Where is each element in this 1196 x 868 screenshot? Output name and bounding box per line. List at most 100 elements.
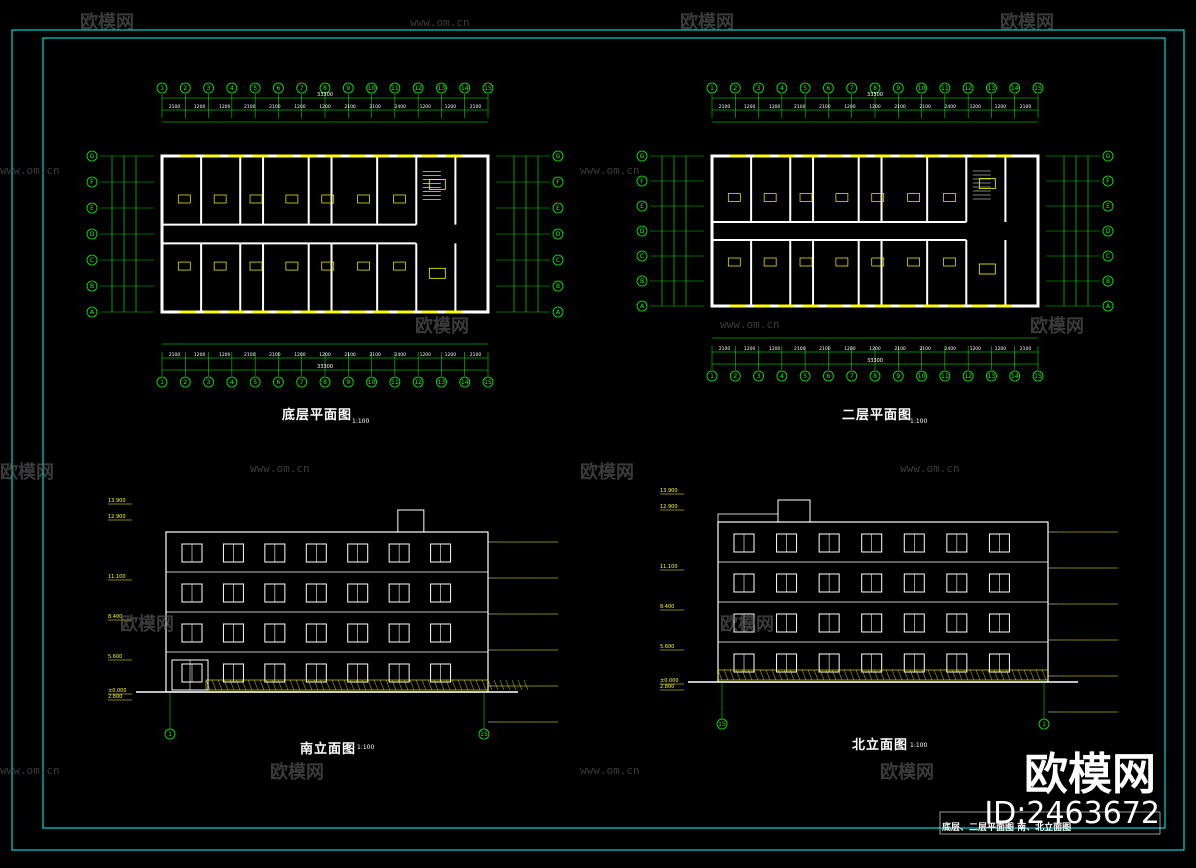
axis-bubble: [342, 376, 354, 388]
axis-bubble: [389, 82, 401, 94]
axis-bubble: [366, 376, 377, 388]
dimension-span: 2100: [819, 346, 831, 352]
plinth-hatch-line: [337, 679, 343, 691]
row-bubble: [86, 306, 98, 318]
axis-bubble: [342, 82, 354, 94]
roof-parapet: [717, 513, 779, 523]
plinth-hatch-line: [511, 679, 517, 691]
plinth-hatch-line: [981, 669, 987, 681]
plinth-hatch-line: [855, 669, 861, 681]
bathroom-fixture: [177, 261, 191, 271]
plinth-hatch: [717, 669, 1049, 681]
plinth-hatch-line: [969, 669, 975, 681]
brand-name: 欧模网: [1024, 749, 1156, 800]
axis-number: 1: [1042, 721, 1046, 728]
title-block: [939, 811, 1161, 835]
watermark-logo: 欧模网: [120, 614, 174, 635]
plinth-hatch-line: [469, 679, 475, 691]
plinth-hatch-line: [331, 679, 337, 691]
dimension-span: 1200: [420, 104, 432, 110]
dimension-span: 1200: [219, 104, 231, 110]
plinth-hatch-line: [325, 679, 331, 691]
axis-number: 14: [1011, 373, 1019, 380]
dimension-span: 2100: [244, 352, 256, 358]
watermark-site: www.om.cn: [900, 462, 960, 475]
plinth-hatch-line: [747, 669, 753, 681]
axis-number: 13: [988, 85, 996, 92]
bathroom-fixture: [799, 257, 813, 267]
bathroom-fixture: [835, 257, 849, 267]
axis-number: 5: [253, 85, 257, 92]
row-letter: F: [1106, 178, 1110, 185]
plinth-hatch-line: [433, 679, 439, 691]
axis-number: 1: [710, 373, 714, 380]
plinth-hatch-line: [475, 679, 481, 691]
axis-number: 8: [873, 373, 877, 380]
plinth-hatch-line: [229, 679, 235, 691]
row-letter: D: [90, 231, 95, 238]
dimension-span: 1200: [769, 104, 781, 110]
axis-number: 4: [230, 85, 234, 92]
plinth-hatch-line: [343, 679, 349, 691]
plinth-hatch-line: [897, 669, 903, 681]
bathroom-fixture: [907, 257, 920, 267]
plinth-hatch-line: [259, 679, 265, 691]
axis-bubble: [729, 370, 741, 382]
axis-number: 13: [438, 85, 446, 92]
axis-number: 9: [346, 85, 350, 92]
axis-bubble: [179, 82, 191, 94]
axis-number: 15: [484, 379, 492, 386]
south-elevation-scale: 1:100: [357, 744, 375, 751]
plinth-hatch-line: [391, 679, 397, 691]
plinth-hatch-line: [223, 679, 229, 691]
plinth-hatch-line: [993, 669, 999, 681]
axis-bubble: [869, 370, 881, 382]
plinth-hatch-line: [783, 669, 789, 681]
row-letter: G: [556, 153, 561, 160]
bathroom-fixture: [835, 193, 849, 202]
axis-bubble: [916, 82, 927, 94]
axis-number: 3: [757, 85, 761, 92]
axis-number: 10: [368, 379, 376, 386]
dimension-total: 33300: [317, 364, 333, 370]
plinth-hatch-line: [295, 679, 301, 691]
axis-number: 12: [964, 85, 972, 92]
row-bubble: [86, 202, 98, 214]
dimension-span: 2100: [269, 352, 281, 358]
axis-bubble: [986, 82, 997, 94]
bathroom-fixture: [727, 193, 741, 202]
row-bubble: [636, 225, 648, 237]
ground-plan-scale: 1:100: [352, 418, 370, 425]
axis-bubble: [753, 370, 764, 382]
axis-number: 9: [896, 85, 900, 92]
row-letter: C: [556, 257, 560, 264]
plinth-hatch-line: [355, 679, 361, 691]
plinth-hatch-line: [951, 669, 957, 681]
plinth-hatch-line: [451, 679, 457, 691]
row-bubble: [86, 228, 98, 240]
axis-number: 12: [414, 379, 422, 386]
dimension-span: 2100: [269, 104, 281, 110]
row-bubble: [86, 176, 98, 188]
dimension-span: 1200: [844, 346, 856, 352]
roof-stair-box: [777, 499, 811, 523]
plinth-hatch-line: [499, 679, 505, 691]
axis-bubble: [482, 376, 494, 388]
dimension-span: 2100: [919, 346, 931, 352]
dimension-span: 1200: [844, 104, 856, 110]
plinth-hatch-line: [217, 679, 223, 691]
dimension-span: 2100: [819, 104, 831, 110]
row-bubble: [636, 175, 648, 187]
level-mark: 8.400: [660, 604, 674, 610]
row-letter: C: [640, 253, 644, 260]
inner-frame: [42, 37, 1166, 829]
bathroom-fixture: [907, 193, 920, 202]
axis-number: 9: [896, 373, 900, 380]
watermark-logo: 欧模网: [680, 12, 734, 33]
bathroom-fixture: [321, 261, 335, 271]
row-letter: A: [1106, 303, 1111, 310]
axis-bubble: [156, 376, 168, 388]
dimension-span: 2100: [894, 104, 906, 110]
axis-bubble: [892, 82, 904, 94]
